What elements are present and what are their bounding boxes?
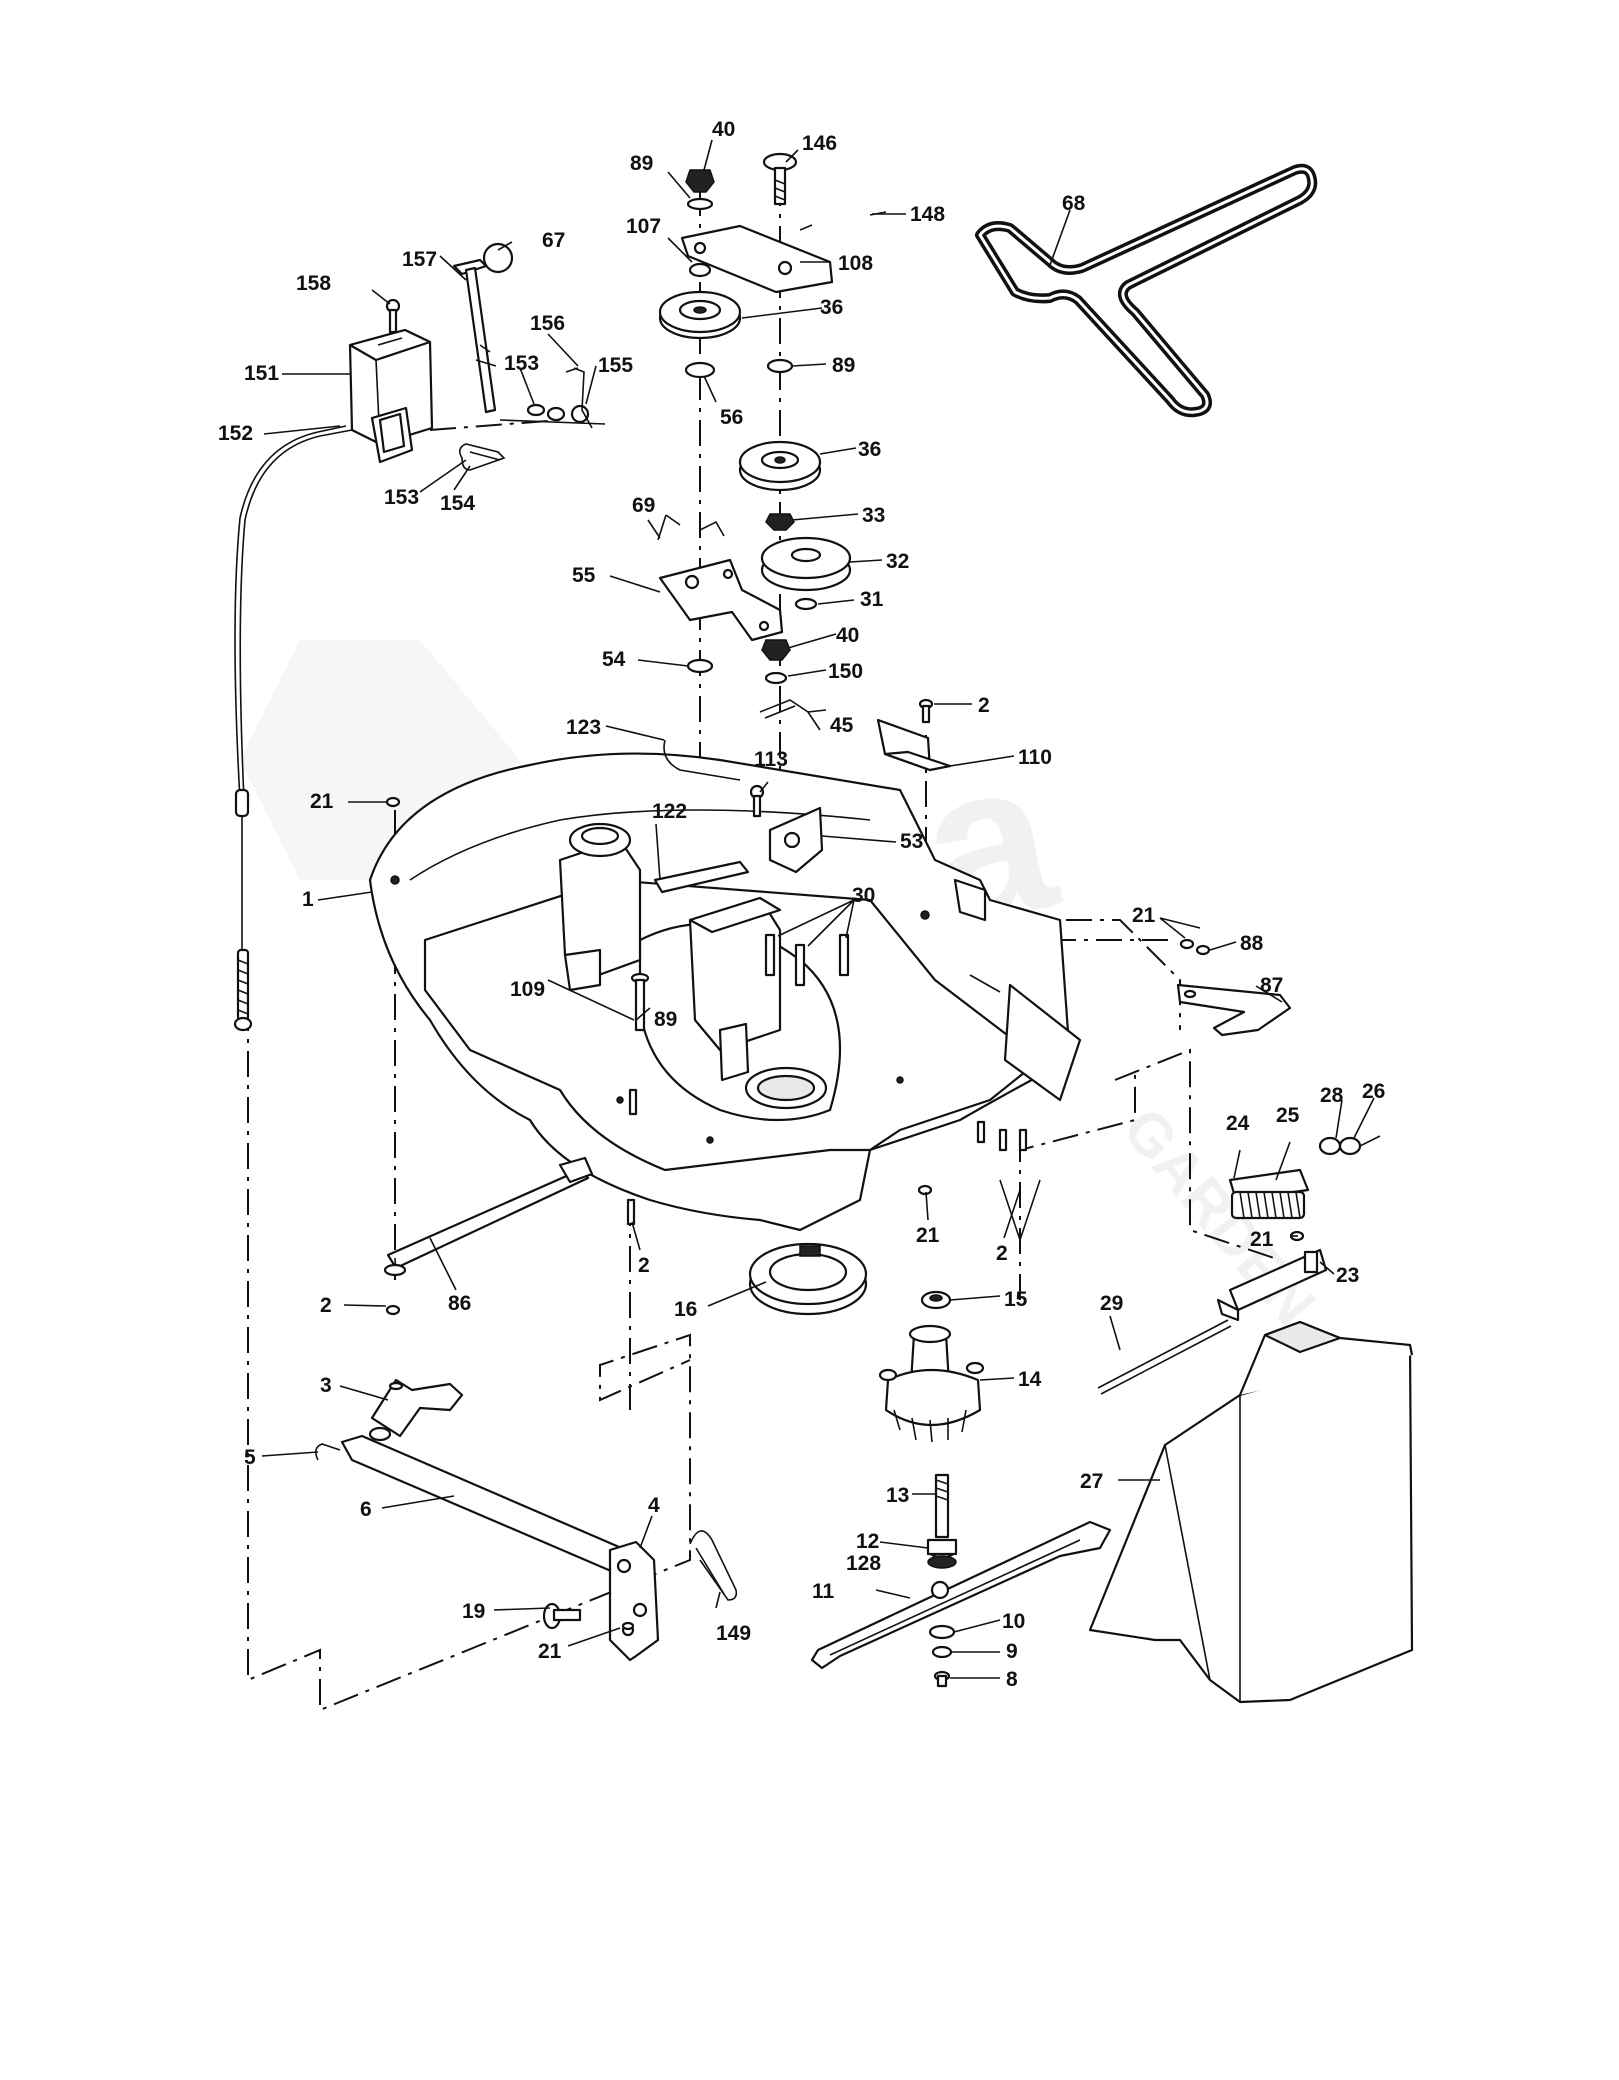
label-6: 6: [360, 1498, 372, 1521]
spindle-assembly: [748, 1242, 1112, 1688]
label-53: 53: [900, 830, 923, 853]
label-149: 149: [716, 1622, 751, 1645]
label-8: 8: [1006, 1668, 1018, 1691]
label-56: 56: [720, 406, 743, 429]
label-21-left: 21: [310, 790, 334, 813]
label-2-deck: 2: [638, 1254, 650, 1277]
control-lever: [348, 242, 606, 471]
label-23: 23: [1336, 1264, 1359, 1287]
label-21-lower: 21: [538, 1640, 562, 1663]
grass-deflector: [1088, 1320, 1414, 1704]
label-156: 156: [530, 312, 565, 335]
label-3: 3: [320, 1374, 332, 1397]
label-157: 157: [402, 248, 437, 271]
label-110: 110: [1018, 746, 1052, 769]
label-87: 87: [1260, 974, 1283, 997]
label-54: 54: [602, 648, 626, 671]
bracket-87: [1176, 938, 1292, 1037]
label-32: 32: [886, 550, 909, 573]
idler-bracket: [680, 224, 834, 294]
label-154: 154: [440, 492, 475, 515]
leader-lines: [261, 139, 1375, 1679]
label-15: 15: [1004, 1288, 1028, 1311]
label-69: 69: [632, 494, 655, 517]
label-26: 26: [1362, 1080, 1385, 1103]
label-146: 146: [802, 132, 837, 155]
knob-icon: [482, 242, 514, 274]
cable-fitting-icon: [234, 788, 250, 818]
label-16: 16: [674, 1298, 697, 1321]
mower-deck: [368, 739, 1082, 1243]
label-40-top: 40: [712, 118, 735, 141]
label-11: 11: [812, 1580, 835, 1603]
bracket-110: [876, 698, 952, 772]
label-10: 10: [1002, 1610, 1025, 1633]
label-13: 13: [886, 1484, 909, 1507]
label-148: 148: [910, 203, 945, 226]
label-158: 158: [296, 272, 331, 295]
label-128: 128: [846, 1552, 881, 1575]
label-36-top: 36: [820, 296, 843, 319]
bolt-shank-icon: [773, 166, 787, 206]
part-labels: 40 146 89 148 107 108 68 67 157 158 36 1…: [218, 118, 1385, 1691]
label-67: 67: [542, 229, 565, 252]
label-152: 152: [218, 422, 253, 445]
label-30: 30: [852, 884, 875, 907]
label-21-deck: 21: [916, 1224, 940, 1247]
nut-icon: [685, 169, 715, 193]
label-113: 113: [754, 748, 788, 771]
label-4: 4: [648, 1494, 660, 1517]
label-155: 155: [598, 354, 633, 377]
label-9: 9: [1006, 1640, 1018, 1663]
label-88: 88: [1240, 932, 1264, 955]
label-2-top: 2: [978, 694, 990, 717]
label-29: 29: [1100, 1292, 1123, 1315]
label-2-left: 2: [320, 1294, 332, 1317]
label-89-mid: 89: [832, 354, 855, 377]
label-122: 122: [652, 800, 687, 823]
washer-icon: [686, 197, 714, 211]
label-5: 5: [244, 1446, 256, 1469]
label-108: 108: [838, 252, 873, 275]
label-36-lower: 36: [858, 438, 881, 461]
label-89-deck: 89: [654, 1008, 677, 1031]
label-123: 123: [566, 716, 601, 739]
label-27: 27: [1080, 1470, 1103, 1493]
label-150: 150: [828, 660, 863, 683]
label-24: 24: [1226, 1112, 1250, 1135]
label-40-lower: 40: [836, 624, 859, 647]
label-107: 107: [626, 215, 661, 238]
label-109: 109: [510, 978, 545, 1001]
label-19: 19: [462, 1600, 485, 1623]
label-2-right: 2: [996, 1242, 1008, 1265]
label-28: 28: [1320, 1084, 1344, 1107]
label-86: 86: [448, 1292, 471, 1315]
label-55: 55: [572, 564, 596, 587]
rear-baffle-bracket: [1097, 1135, 1381, 1395]
small-fasteners: [385, 796, 933, 1316]
label-153-top: 153: [504, 352, 539, 375]
label-21-baffle: 21: [1250, 1228, 1274, 1251]
label-31: 31: [860, 588, 884, 611]
label-21-right: 21: [1132, 904, 1156, 927]
control-cable: [233, 425, 353, 1032]
label-68: 68: [1062, 192, 1086, 215]
label-151: 151: [244, 362, 279, 385]
belt: [975, 163, 1318, 418]
label-153-bottom: 153: [384, 486, 419, 509]
lift-linkage: [314, 1156, 738, 1662]
label-89-top: 89: [630, 152, 653, 175]
label-45: 45: [830, 714, 854, 737]
label-25: 25: [1276, 1104, 1300, 1127]
label-1: 1: [302, 888, 314, 911]
pulley-hardware: [658, 152, 887, 731]
label-12: 12: [856, 1530, 879, 1553]
idler-arm: [657, 514, 784, 642]
label-33: 33: [862, 504, 885, 527]
label-14: 14: [1018, 1368, 1042, 1391]
